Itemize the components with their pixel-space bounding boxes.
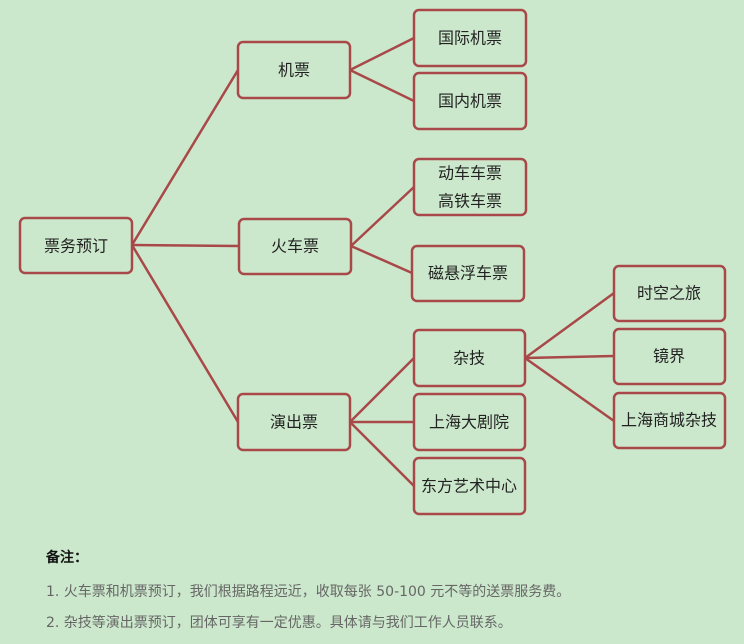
edge-acrobatics-circus-world bbox=[523, 356, 616, 423]
node-shanghai-circus-world: 上海商城杂技 bbox=[612, 391, 727, 450]
node-mirror-world: 镜界 bbox=[612, 327, 727, 386]
notes-title: 备注： bbox=[46, 550, 88, 566]
edge-show-acrobatics bbox=[348, 356, 416, 424]
ticket-booking-mind-map: 票务预订 机票 火车票 演出票 国际机票 国内机票 动车车票 高铁车票 磁悬浮车… bbox=[18, 8, 727, 516]
node-mirror-world-label: 镜界 bbox=[653, 347, 685, 366]
node-highspeed-rail: 动车车票 高铁车票 bbox=[412, 157, 528, 217]
edge-show-oriental bbox=[348, 420, 416, 488]
node-intl-flight-label: 国际机票 bbox=[438, 29, 502, 48]
node-flight-label: 机票 bbox=[278, 61, 310, 80]
edge-flight-intl bbox=[348, 36, 416, 72]
node-oriental-art-center-label: 东方艺术中心 bbox=[421, 477, 517, 496]
node-root: 票务预订 bbox=[18, 216, 134, 275]
node-shanghai-grand-theatre: 上海大剧院 bbox=[412, 392, 527, 452]
node-intl-flight: 国际机票 bbox=[412, 8, 528, 68]
edge-train-maglev bbox=[349, 244, 414, 275]
node-flight: 机票 bbox=[236, 40, 352, 100]
edge-root-flight bbox=[130, 68, 240, 247]
node-train: 火车票 bbox=[237, 217, 353, 276]
node-root-label: 票务预订 bbox=[44, 237, 108, 256]
node-acrobatics: 杂技 bbox=[412, 328, 527, 388]
node-train-label: 火车票 bbox=[271, 237, 319, 256]
node-shanghai-circus-world-label: 上海商城杂技 bbox=[621, 411, 717, 430]
node-show: 演出票 bbox=[236, 392, 352, 452]
edge-train-highspeed bbox=[349, 185, 416, 248]
note-item-2: 2. 杂技等演出票预订，团体可享有一定优惠。具体请与我们工作人员联系。 bbox=[46, 615, 512, 631]
edge-acrobatics-time-travel bbox=[523, 291, 616, 360]
node-gaotie-label: 高铁车票 bbox=[438, 192, 502, 211]
node-acrobatics-label: 杂技 bbox=[453, 349, 485, 368]
edge-root-show bbox=[130, 243, 240, 424]
node-time-travel-label: 时空之旅 bbox=[637, 284, 701, 303]
node-time-travel: 时空之旅 bbox=[612, 264, 727, 323]
node-domestic-flight-label: 国内机票 bbox=[438, 92, 502, 111]
edge-flight-domestic bbox=[348, 68, 416, 103]
node-domestic-flight: 国内机票 bbox=[412, 71, 528, 131]
edge-root-train bbox=[130, 243, 240, 248]
notes-section: 备注： 1. 火车票和机票预订，我们根据路程远近，收取每张 50-100 元不等… bbox=[46, 548, 736, 644]
node-dongche-label: 动车车票 bbox=[438, 164, 502, 183]
node-maglev-label: 磁悬浮车票 bbox=[428, 264, 508, 283]
node-maglev: 磁悬浮车票 bbox=[410, 244, 526, 303]
node-oriental-art-center: 东方艺术中心 bbox=[412, 456, 527, 516]
edge-acrobatics-mirror bbox=[523, 354, 616, 360]
note-item-1: 1. 火车票和机票预订，我们根据路程远近，收取每张 50-100 元不等的送票服… bbox=[46, 584, 571, 600]
node-shanghai-grand-theatre-label: 上海大剧院 bbox=[429, 413, 509, 432]
node-show-label: 演出票 bbox=[270, 413, 318, 432]
